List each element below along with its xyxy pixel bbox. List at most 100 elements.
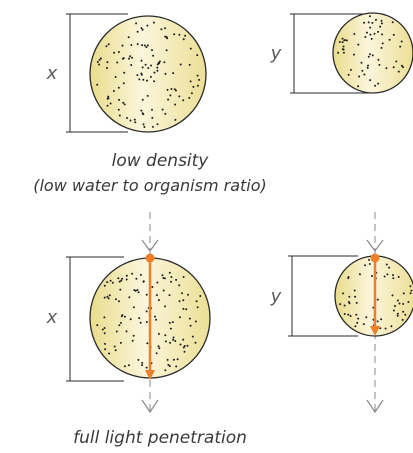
organism-dot: [170, 328, 172, 330]
organism-dot: [372, 54, 374, 56]
organism-dot: [150, 65, 152, 67]
organism-dot: [191, 92, 193, 94]
organism-dot: [169, 272, 171, 274]
organism-dot: [187, 294, 189, 296]
dimension-label-x: x: [46, 307, 58, 328]
organism-dot: [183, 276, 185, 278]
organism-dot: [123, 82, 125, 84]
organism-dot: [96, 84, 98, 86]
organism-dot: [167, 99, 169, 101]
organism-dot: [199, 295, 201, 297]
organism-dot: [369, 53, 371, 55]
organism-dot: [196, 54, 198, 56]
organism-dot: [132, 340, 134, 342]
organism-dot: [119, 115, 121, 117]
organism-dot: [368, 259, 370, 261]
organism-dot: [190, 80, 192, 82]
organism-dot: [353, 54, 355, 56]
organism-dot: [104, 343, 106, 345]
organism-dot: [135, 22, 137, 24]
organism-dot: [120, 342, 122, 344]
organism-dot: [158, 333, 160, 335]
organism-dot: [386, 264, 388, 266]
organism-dot: [350, 315, 352, 317]
organism-dot: [104, 332, 106, 334]
organism-dot: [364, 36, 366, 38]
organism-dot: [392, 21, 394, 23]
organism-dot: [187, 345, 189, 347]
organism-dot: [115, 298, 117, 300]
organism-dot: [357, 85, 359, 87]
organism-dot: [130, 44, 132, 46]
dimension-label-y: y: [270, 286, 282, 307]
organism-dot: [359, 273, 361, 275]
organism-dot: [141, 27, 143, 29]
organism-dot: [151, 109, 153, 111]
organism-dot: [158, 299, 160, 301]
organism-dot: [166, 37, 168, 39]
organism-dot: [118, 99, 120, 101]
organism-dot: [172, 339, 174, 341]
organism-dot: [146, 310, 148, 312]
organism-dot: [192, 336, 194, 338]
organism-dot: [409, 285, 411, 287]
organism-dot: [344, 313, 346, 315]
organism-dot: [379, 327, 381, 329]
organism-dot: [164, 334, 166, 336]
organism-dot: [358, 76, 360, 78]
organism-dot: [143, 123, 145, 125]
organism-dot: [156, 282, 158, 284]
light-entry-point: [146, 254, 155, 263]
organism-dot: [126, 279, 128, 281]
organism-dot: [369, 263, 371, 265]
organism-dot: [113, 90, 115, 92]
organism-dot: [163, 290, 165, 292]
organism-dot: [172, 321, 174, 323]
organism-dot: [118, 87, 120, 89]
organism-dot: [381, 47, 383, 49]
organism-dot: [169, 365, 171, 367]
organism-dot: [110, 103, 112, 105]
organism-dot: [107, 105, 109, 107]
organism-dot: [106, 296, 108, 298]
organism-dot: [134, 119, 136, 121]
organism-dot: [357, 44, 359, 46]
organism-dot: [164, 369, 166, 371]
top-right-group: y: [270, 13, 413, 93]
caption-low-density: low density: [112, 151, 210, 171]
organism-dot: [369, 79, 371, 81]
organism-dot: [115, 76, 117, 78]
organism-dot: [169, 342, 171, 344]
organism-dot: [361, 70, 363, 72]
light-entry-point: [371, 254, 380, 263]
organism-dot: [185, 308, 187, 310]
organism-dot: [160, 28, 162, 30]
organism-dot: [180, 344, 182, 346]
organism-dot: [104, 285, 106, 287]
organism-dot: [135, 290, 137, 292]
organism-dot: [170, 88, 172, 90]
organism-dot: [128, 58, 130, 60]
organism-dot: [158, 347, 160, 349]
organism-dot: [165, 73, 167, 75]
organism-dot: [109, 294, 111, 296]
organism-dot: [133, 335, 135, 337]
organism-dot: [371, 22, 373, 24]
organism-dot: [366, 32, 368, 34]
organism-dot: [123, 72, 125, 74]
organism-dot: [353, 33, 355, 35]
dimension-label-y: y: [270, 43, 282, 64]
organism-dot: [138, 78, 140, 80]
organism-dot: [369, 34, 371, 36]
organism-dot: [377, 31, 379, 33]
organism-dot: [154, 72, 156, 74]
organism-dot: [106, 61, 108, 63]
organism-dot: [118, 109, 120, 111]
organism-dot: [118, 51, 120, 53]
organism-dot: [195, 342, 197, 344]
organism-dot: [137, 43, 139, 45]
organism-dot: [110, 280, 112, 282]
organism-dot: [116, 331, 118, 333]
organism-dot: [371, 38, 373, 40]
bottom-right-group: y: [270, 212, 413, 412]
